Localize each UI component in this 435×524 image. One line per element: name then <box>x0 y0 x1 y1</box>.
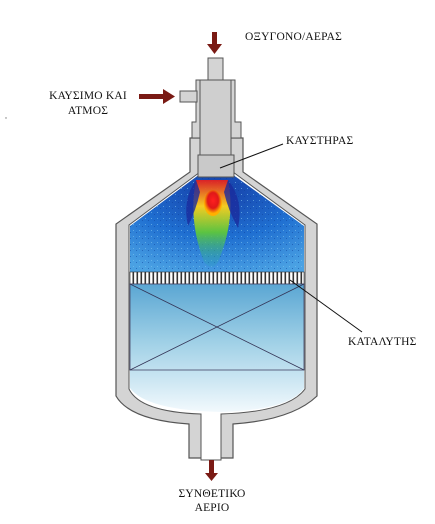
burner-shaft <box>199 79 232 157</box>
syngas-arrow <box>205 460 218 481</box>
catalyst-leader-line <box>289 279 363 333</box>
catalyst-label: ΚΑΤΑΛΥΤΗΣ <box>348 336 417 348</box>
catalyst-bed <box>130 284 304 412</box>
syngas-label-line1: ΣΥΝΘΕΤΙΚΟ <box>178 488 246 500</box>
flame-side-left <box>186 180 200 226</box>
catalyst-grid <box>129 271 305 285</box>
fuel-steam-label-line1: ΚΑΥΣΙΜΟ ΚΑΙ <box>49 90 127 102</box>
fuel-inlet-nozzle <box>179 90 198 103</box>
flame-core <box>204 190 222 216</box>
burner-tip <box>197 154 235 178</box>
oxygen-air-label: ΟΞΥΓΟΝΟ/ΑΕΡΑΣ <box>245 31 343 43</box>
oxygen-arrow <box>207 32 222 54</box>
catalyst-cross-2 <box>129 283 305 371</box>
stray-dot <box>5 117 7 119</box>
catalyst-bed-box <box>129 283 305 371</box>
syngas-label-line2: ΑΕΡΙΟ <box>194 502 230 514</box>
fuel-steam-label-line2: ΑΤΜΟΣ <box>67 105 109 117</box>
fuel-arrow <box>139 89 175 104</box>
flame-side-right <box>224 180 240 228</box>
burner-label: ΚΑΥΣΤΗΡΑΣ <box>286 135 354 147</box>
burner-leader-line <box>219 143 284 169</box>
burner-upper-tube <box>207 57 224 81</box>
